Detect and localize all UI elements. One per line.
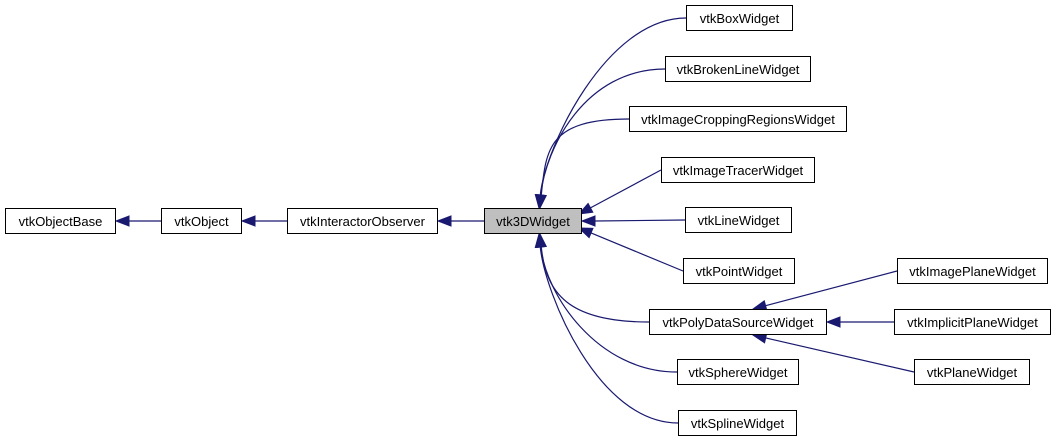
inheritance-arrowhead xyxy=(577,227,594,239)
inheritance-arrowhead xyxy=(534,232,547,249)
inheritance-edge xyxy=(540,246,650,323)
node-vtkimageplanewidget[interactable]: vtkImagePlaneWidget xyxy=(897,258,1048,284)
inheritance-arrowhead xyxy=(825,316,841,328)
node-vtkimagetracerwidget[interactable]: vtkImageTracerWidget xyxy=(661,157,815,183)
node-vtkboxwidget[interactable]: vtkBoxWidget xyxy=(686,5,793,31)
inheritance-edge xyxy=(540,118,630,196)
inheritance-arrowhead xyxy=(535,193,548,210)
node-vtkbrokenlinewidget[interactable]: vtkBrokenLineWidget xyxy=(665,56,811,82)
inheritance-arrowhead xyxy=(240,215,256,227)
node-vtkinteractorobserver[interactable]: vtkInteractorObserver xyxy=(287,208,438,234)
inheritance-edge xyxy=(540,68,666,196)
inheritance-arrowhead xyxy=(114,215,130,227)
node-vtkpolydatasourcewidget[interactable]: vtkPolyDataSourceWidget xyxy=(649,309,827,335)
inheritance-edge xyxy=(594,219,686,222)
node-vtkobjectbase[interactable]: vtkObjectBase xyxy=(5,208,116,234)
node-vtklinewidget[interactable]: vtkLineWidget xyxy=(685,207,792,233)
node-vtkspherewidget[interactable]: vtkSphereWidget xyxy=(677,359,799,385)
node-vtkimagecroppingregionswidget[interactable]: vtkImageCroppingRegionsWidget xyxy=(629,106,847,132)
inheritance-edge xyxy=(765,270,898,307)
inheritance-arrowhead xyxy=(577,202,594,215)
node-vtkimplicitplanewidget[interactable]: vtkImplicitPlaneWidget xyxy=(894,309,1051,335)
node-vtkplanewidget[interactable]: vtkPlaneWidget xyxy=(914,359,1030,385)
inheritance-edge xyxy=(590,169,662,209)
node-vtkobject[interactable]: vtkObject xyxy=(161,208,242,234)
node-vtk3dwidget: vtk3DWidget xyxy=(484,208,582,234)
node-vtksplinewidget[interactable]: vtkSplineWidget xyxy=(678,410,797,436)
inheritance-arrowhead xyxy=(580,215,596,227)
inheritance-edge xyxy=(765,337,915,373)
inheritance-edge xyxy=(590,232,684,272)
inheritance-arrowhead xyxy=(436,215,452,227)
inheritance-edge xyxy=(539,17,687,196)
inheritance-edge xyxy=(539,246,679,424)
node-vtkpointwidget[interactable]: vtkPointWidget xyxy=(683,258,795,284)
